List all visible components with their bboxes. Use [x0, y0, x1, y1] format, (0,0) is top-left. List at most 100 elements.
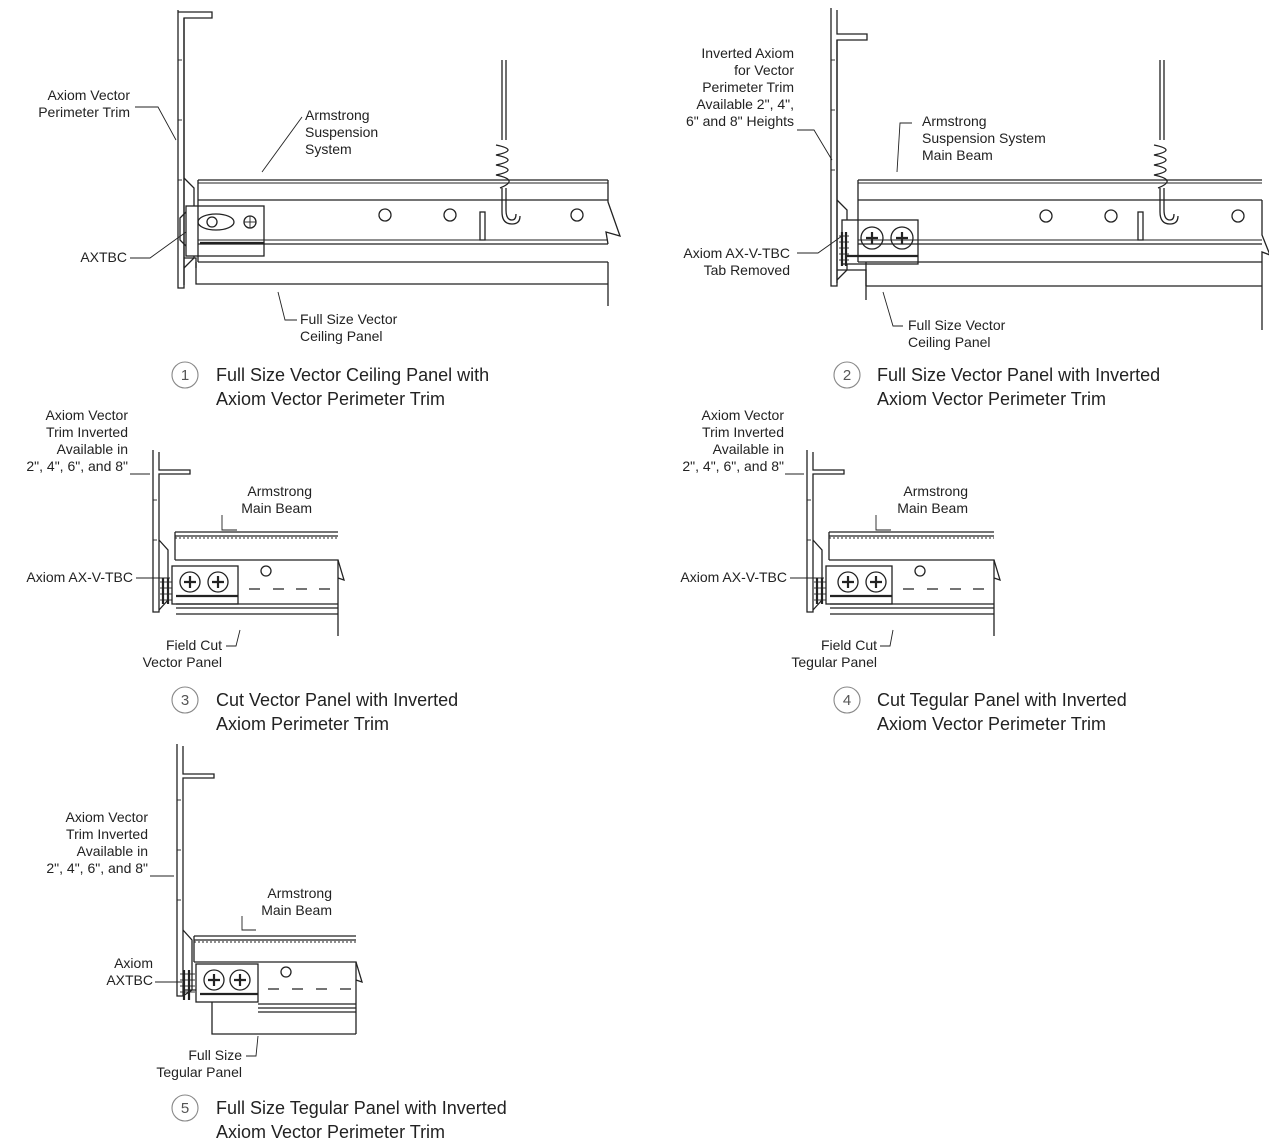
main-beam-2 — [857, 179, 1262, 263]
detail-number: 5 — [181, 1100, 189, 1117]
detail-number: 4 — [843, 692, 851, 709]
detail-5-suspension-line: Armstrong — [267, 885, 332, 901]
detail-1-clip-line: AXTBC — [80, 249, 127, 265]
ax-v-tbc-clip-2 — [839, 219, 919, 266]
detail-5-panel-line: Tegular Panel — [156, 1064, 242, 1080]
detail-number-badge — [171, 686, 199, 714]
detail-caption-line: Axiom Vector Perimeter Trim — [216, 389, 445, 409]
detail-caption-line: Axiom Perimeter Trim — [216, 714, 389, 734]
detail-1-trim-line: Axiom Vector — [48, 87, 131, 103]
detail-number: 1 — [181, 367, 189, 384]
detail-caption-line: Cut Vector Panel with Inverted — [216, 690, 458, 710]
detail-4-suspension-line: Armstrong — [903, 483, 968, 499]
detail-2-trim-line: Inverted Axiom — [701, 45, 794, 61]
detail-3-trim-line: Available in — [57, 441, 128, 457]
detail-3 — [130, 450, 345, 647]
detail-caption-line: Axiom Vector Perimeter Trim — [877, 389, 1106, 409]
ceiling-panel-1 — [195, 262, 609, 306]
main-beam-5 — [193, 935, 363, 1035]
detail-4-clip-label: Axiom AX-V-TBC — [680, 569, 787, 585]
detail-2-panel-line: Ceiling Panel — [908, 334, 991, 350]
detail-5-trim-line: Axiom Vector — [66, 809, 149, 825]
detail-5-trim-line: Trim Inverted — [66, 826, 148, 842]
detail-number: 3 — [181, 692, 189, 709]
detail-3-trim-line: Axiom Vector — [46, 407, 129, 423]
detail-3-trim-line: 2", 4", 6", and 8" — [26, 458, 128, 474]
main-beam-3 — [174, 531, 345, 636]
detail-4 — [785, 450, 1001, 647]
detail-3-suspension-line: Main Beam — [241, 500, 312, 516]
detail-5-clip-line: AXTBC — [106, 972, 153, 988]
detail-1-suspension-line: System — [305, 141, 352, 157]
axtbc-clip-5 — [180, 963, 259, 1003]
leaders-4 — [785, 473, 894, 647]
perimeter-trim-3 — [152, 450, 191, 613]
detail-number-badge — [171, 1094, 199, 1122]
axtbc-clip-1 — [179, 205, 265, 257]
detail-1-suspension-line: Armstrong — [305, 107, 370, 123]
detail-number-badge — [833, 361, 861, 389]
detail-3-trim-line: Trim Inverted — [46, 424, 128, 440]
detail-2-trim-line: Available 2", 4", — [696, 96, 794, 112]
detail-number: 2 — [843, 367, 851, 384]
detail-5-trim-line: 2", 4", 6", and 8" — [46, 860, 148, 876]
detail-5-clip-line: Axiom — [114, 955, 153, 971]
detail-2-trim-line: for Vector — [734, 62, 794, 78]
detail-5-suspension-line: Main Beam — [261, 902, 332, 918]
detail-2 — [797, 8, 1269, 330]
ax-v-tbc-clip-3 — [160, 565, 239, 605]
hanger-wire-1 — [495, 60, 521, 225]
detail-1-clip-label: AXTBC — [80, 249, 127, 265]
detail-3-clip-line: Axiom AX-V-TBC — [26, 569, 133, 585]
detail-2-panel-line: Full Size Vector — [908, 317, 1006, 333]
detail-4-clip-line: Axiom AX-V-TBC — [680, 569, 787, 585]
detail-3-suspension-line: Armstrong — [247, 483, 312, 499]
detail-4-trim-line: Axiom Vector — [702, 407, 785, 423]
detail-4-panel-line: Tegular Panel — [791, 654, 877, 670]
detail-3-clip-label: Axiom AX-V-TBC — [26, 569, 133, 585]
detail-caption-line: Full Size Vector Panel with Inverted — [877, 365, 1160, 385]
detail-caption-line: Axiom Vector Perimeter Trim — [877, 714, 1106, 734]
detail-4-trim-line: Available in — [713, 441, 784, 457]
detail-4-trim-line: Trim Inverted — [702, 424, 784, 440]
leaders-5 — [150, 875, 259, 1057]
detail-2-suspension-line: Suspension System — [922, 130, 1046, 146]
leaders-2 — [797, 122, 912, 327]
detail-4-panel-line: Field Cut — [821, 637, 877, 653]
detail-2-suspension-line: Armstrong — [922, 113, 987, 129]
detail-5 — [150, 744, 363, 1057]
detail-1-suspension-line: Suspension — [305, 124, 378, 140]
detail-3-panel-line: Field Cut — [166, 637, 222, 653]
detail-1-trim-line: Perimeter Trim — [38, 104, 130, 120]
main-beam-1 — [197, 179, 622, 263]
detail-3-panel-line: Vector Panel — [143, 654, 222, 670]
detail-number-badge — [833, 686, 861, 714]
detail-2-trim-line: Perimeter Trim — [702, 79, 794, 95]
detail-caption-line: Axiom Vector Perimeter Trim — [216, 1122, 445, 1141]
detail-2-caption: 2 Full Size Vector Panel with InvertedAxi… — [833, 361, 1160, 409]
detail-1 — [130, 10, 622, 321]
detail-5-trim-line: Available in — [77, 843, 148, 859]
hanger-wire-2 — [1153, 60, 1179, 225]
